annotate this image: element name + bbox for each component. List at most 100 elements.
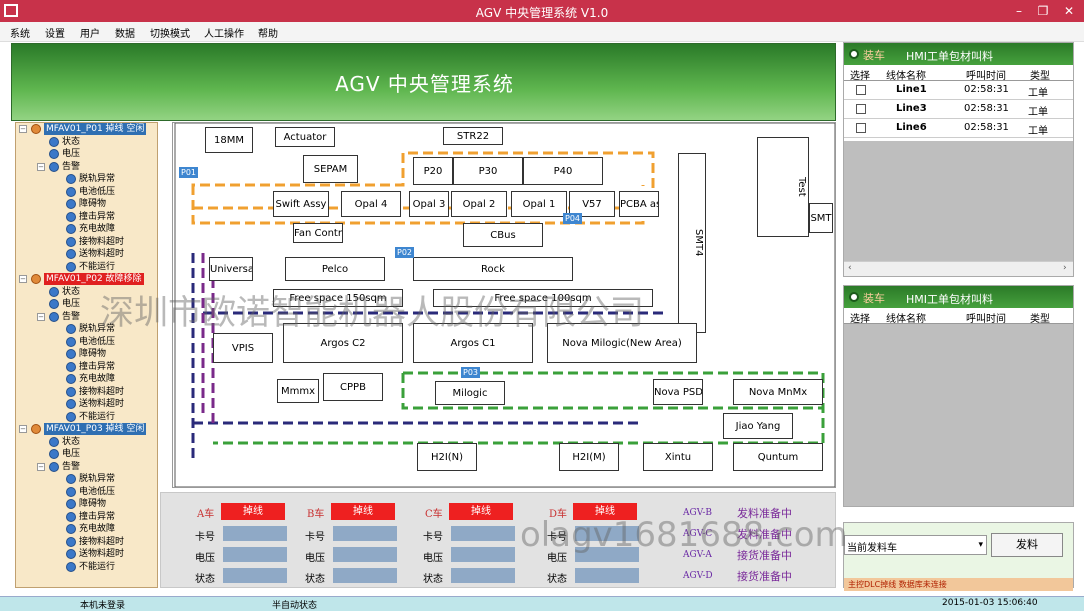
tree-item[interactable]: 电压 [16,148,157,160]
tree-alarm[interactable]: 电池低压 [16,486,157,498]
menu-manual[interactable]: 人工操作 [204,29,244,40]
scroll-left-icon[interactable]: ‹ [848,263,852,273]
app-icon [4,4,18,17]
menu-data[interactable]: 数据 [115,29,135,40]
tree-car-2[interactable]: −MFAV01_P02 故障移除 [16,273,157,285]
collapse-icon[interactable]: − [19,275,27,283]
tree-alarm[interactable]: 脱轨异常 [16,173,157,185]
collapse-icon[interactable]: − [19,125,27,133]
agv-task: 接货准备中 [737,570,792,583]
tree-alarm[interactable]: 充电故障 [16,373,157,385]
node-icon [49,161,59,172]
collapse-icon[interactable]: − [37,162,45,171]
load-radio-2[interactable] [849,292,859,302]
panel1-hscroll[interactable]: ‹ › [844,261,1073,276]
tree-alarm[interactable]: 撞击异常 [16,361,157,373]
menu-bar: 系统 设置 用户 数据 切换模式 人工操作 帮助 [0,22,1084,42]
map-room: Nova MnMx [733,379,823,405]
tree-car-3[interactable]: −MFAV01_P03 掉线 空闲 [16,423,157,435]
minimize-button[interactable]: – [1016,4,1022,18]
panel2-tab[interactable]: 装车 [863,292,885,305]
tree-alarm[interactable]: 电池低压 [16,336,157,348]
send-material-button[interactable]: 发料 [991,533,1063,557]
tree-alarm[interactable]: 不能运行 [16,561,157,573]
tree-alarm[interactable]: 充电故障 [16,223,157,235]
tree-alarm[interactable]: 接物料超时 [16,536,157,548]
call-type: 工单 [1028,107,1048,118]
tree-alarm[interactable]: 撞击异常 [16,211,157,223]
map-room: Argos C1 [413,323,533,363]
node-icon [49,286,59,297]
tree-alarm-label: 撞击异常 [79,361,116,372]
tree-alarm[interactable]: 送物料超时 [16,248,157,260]
map-room: SEPAM [303,155,358,183]
tree-alarm[interactable]: 接物料超时 [16,386,157,398]
map-point-p01[interactable]: P01 [179,167,199,178]
panel1-tab[interactable]: 装车 [863,49,885,62]
tree-alarm[interactable]: 接物料超时 [16,236,157,248]
tree-item[interactable]: −告警 [16,461,157,473]
tree-alarm[interactable]: 送物料超时 [16,548,157,560]
tree-item[interactable]: − 告警 [16,311,157,323]
tree-item[interactable]: 状态 [16,136,157,148]
car-field-label: 电压 [195,553,215,564]
car-field-value [223,526,287,541]
tree-alarm[interactable]: 障碍物 [16,348,157,360]
menu-system[interactable]: 系统 [10,29,30,40]
tree-alarm[interactable]: 撞击异常 [16,511,157,523]
map-room: Nova Milogic(New Area) [547,323,697,363]
menu-switch-mode[interactable]: 切换模式 [150,29,190,40]
car-name: B车 [307,509,325,520]
car-state-badge: 掉线 [573,503,637,520]
tree-alarm[interactable]: 电池低压 [16,186,157,198]
select-checkbox[interactable] [856,123,866,133]
tree-alarm[interactable]: 送物料超时 [16,398,157,410]
menu-user[interactable]: 用户 [80,29,100,40]
map-room: Mmmx [277,379,319,403]
select-checkbox[interactable] [856,104,866,114]
tree-alarm[interactable]: 不能运行 [16,411,157,423]
restore-button[interactable]: ❐ [1037,4,1049,18]
tree-alarm[interactable]: 不能运行 [16,261,157,273]
map-room: H2I(N) [417,443,477,471]
close-button[interactable]: ✕ [1063,4,1075,18]
car-select[interactable]: 当前发料车 ▾ [844,535,987,555]
scroll-right-icon[interactable]: › [1063,263,1067,273]
map-point-p04[interactable]: P04 [563,213,583,224]
map-room: Opal 4 [341,191,401,217]
tree-car-label: MFAV01_P01 掉线 空闲 [44,123,147,135]
tree-item-label: 告警 [62,311,81,322]
tree-alarm[interactable]: 脱轨异常 [16,473,157,485]
tree-item[interactable]: 状态 [16,436,157,448]
col-call-time: 呼叫时间 [966,314,1006,325]
collapse-icon[interactable]: − [37,312,45,321]
car-field-value [451,547,515,562]
map-point-p02[interactable]: P02 [395,247,415,258]
collapse-icon[interactable]: − [37,462,45,471]
tree-alarm-label: 电池低压 [79,186,116,197]
map-room: SMT4 [678,153,706,333]
collapse-icon[interactable]: − [19,425,27,433]
tree-alarm[interactable]: 障碍物 [16,498,157,510]
tree-alarm[interactable]: 脱轨异常 [16,323,157,335]
tree-item[interactable]: 电压 [16,448,157,460]
select-checkbox[interactable] [856,85,866,95]
tree-alarm[interactable]: 充电故障 [16,523,157,535]
car-field-label: 状态 [423,574,443,585]
map-room: P30 [453,157,523,185]
tree-car-1[interactable]: − MFAV01_P01 掉线 空闲 [16,123,157,135]
map-point-p03[interactable]: P03 [461,367,481,378]
tree-item[interactable]: −告警 [16,161,157,173]
tree-item[interactable]: 状态 [16,286,157,298]
menu-help[interactable]: 帮助 [258,29,278,40]
tree-alarm[interactable]: 障碍物 [16,198,157,210]
panel2-grid: 选择 线体名称 呼叫时间 类型 [844,308,1073,325]
chevron-down-icon[interactable]: ▾ [978,540,983,550]
menu-settings[interactable]: 设置 [45,29,65,40]
tree-item[interactable]: 电压 [16,298,157,310]
load-radio[interactable] [849,49,859,59]
map-room: SMT [809,203,833,233]
